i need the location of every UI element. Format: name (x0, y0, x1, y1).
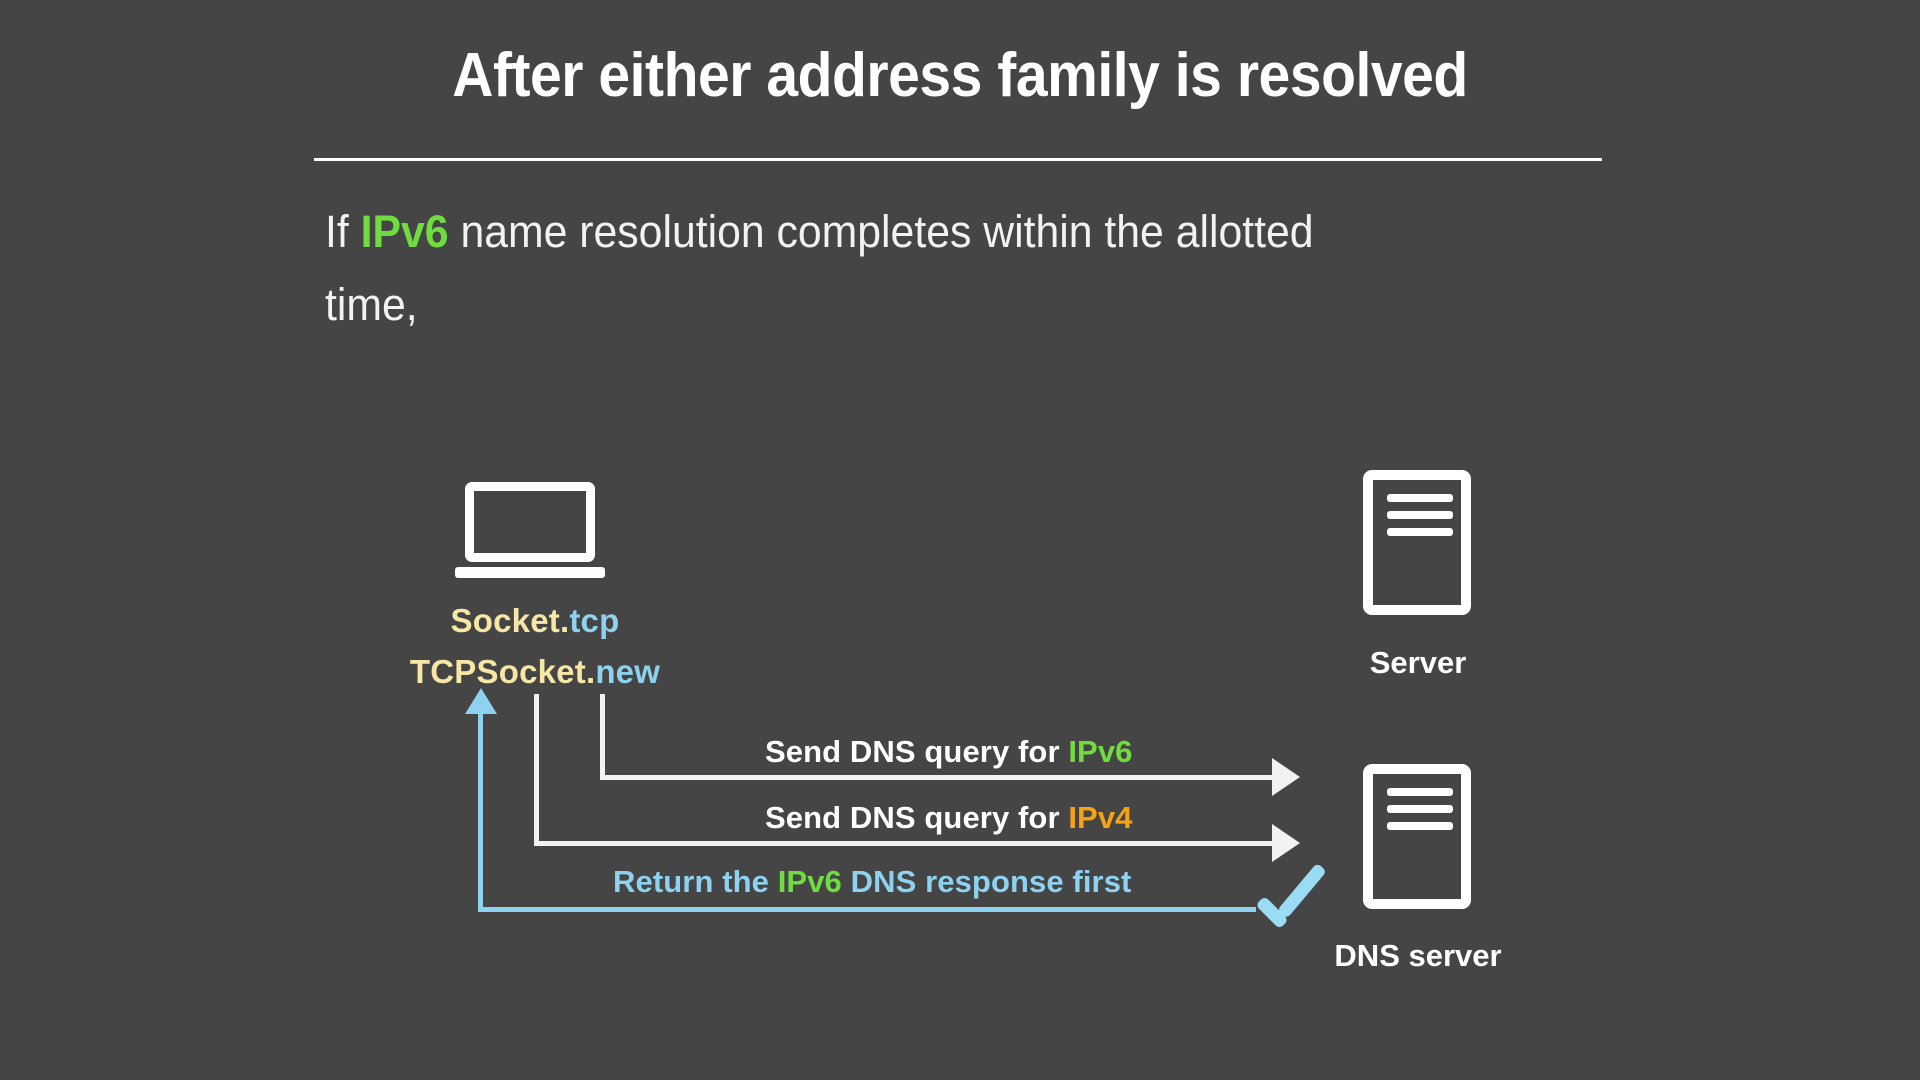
flow-line-ipv4-horizontal (534, 841, 1276, 846)
flow-label-return-text-after: DNS response first (841, 864, 1132, 899)
dns-server-label: DNS server (1334, 938, 1502, 973)
server-label: Server (1369, 645, 1467, 680)
arrow-right-icon-ipv4 (1272, 824, 1300, 862)
laptop-base (455, 567, 605, 578)
page-title: After either address family is resolved (452, 41, 1468, 110)
socket-label-2-prefix: TCPSocket (409, 653, 586, 690)
flow-label-return-response: Return the IPv6 DNS response first (613, 864, 1131, 900)
arrow-right-icon-ipv6 (1272, 758, 1300, 796)
laptop-screen (465, 482, 595, 562)
lead-paragraph: If IPv6 name resolution completes within… (325, 195, 1370, 341)
socket-label-1-suffix: tcp (569, 602, 620, 639)
socket-label-1-dot: . (559, 602, 570, 639)
laptop-icon (455, 482, 605, 578)
flow-label-return-text-before: Return the (613, 864, 778, 899)
flow-line-return-vertical (478, 700, 483, 912)
socket-label-1-prefix: Socket (450, 602, 560, 639)
check-icon-stroke (1277, 862, 1327, 919)
lead-text-before: If (325, 206, 361, 257)
flow-label-ipv6-keyword: IPv6 (1068, 734, 1133, 769)
socket-label-2-suffix: new (595, 653, 661, 690)
flow-line-return-horizontal (478, 907, 1256, 912)
flow-line-ipv6-vertical (600, 694, 605, 780)
lead-keyword-ipv6: IPv6 (360, 206, 449, 257)
dns-server-icon (1363, 764, 1471, 909)
arrow-up-icon-return (465, 688, 497, 714)
flow-label-ipv4-keyword: IPv4 (1068, 800, 1133, 835)
flow-label-ipv4-query: Send DNS query for IPv4 (765, 800, 1133, 836)
server-bar (1387, 822, 1453, 830)
check-icon (1255, 862, 1332, 930)
socket-label-2-dot: . (585, 653, 596, 690)
server-bar (1387, 528, 1453, 536)
client-socket-labels: Socket.tcp TCPSocket.new (340, 595, 730, 697)
flow-label-ipv6-query: Send DNS query for IPv6 (765, 734, 1133, 770)
server-bar (1387, 511, 1453, 519)
flow-line-ipv6-horizontal (600, 775, 1276, 780)
socket-label-line-2: TCPSocket.new (340, 646, 730, 697)
socket-label-line-1: Socket.tcp (340, 595, 730, 646)
flow-label-return-keyword: IPv6 (777, 864, 842, 899)
lead-text-after: name resolution completes within the all… (325, 206, 1314, 330)
flow-label-ipv6-text: Send DNS query for (765, 734, 1069, 769)
flow-line-ipv4-vertical (534, 694, 539, 846)
server-bar (1387, 494, 1453, 502)
server-bar (1387, 788, 1453, 796)
title-divider (314, 158, 1602, 161)
flow-label-ipv4-text: Send DNS query for (765, 800, 1069, 835)
server-icon (1363, 470, 1471, 615)
server-bar (1387, 805, 1453, 813)
